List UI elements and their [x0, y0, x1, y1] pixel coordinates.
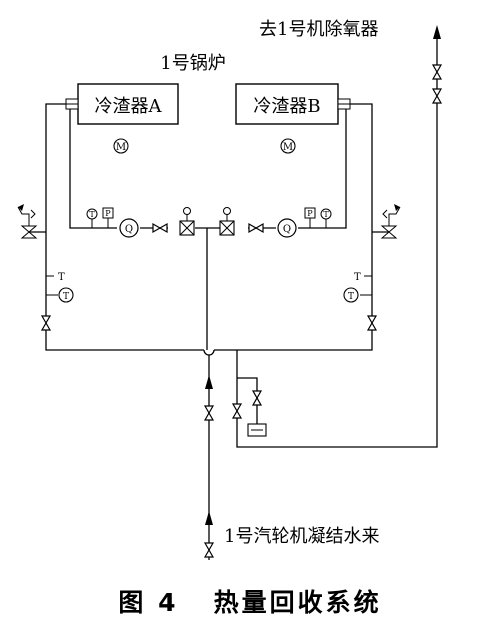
- figure-number: 图 4: [118, 588, 179, 617]
- drain-valve-right: [252, 390, 262, 406]
- figure-caption: 图 4 热量回收系统: [0, 583, 500, 619]
- svg-text:T: T: [348, 292, 354, 302]
- drain-valve-left: [232, 403, 242, 419]
- svg-text:T: T: [89, 210, 95, 219]
- temp-tag-left: T: [46, 272, 65, 283]
- outlet-valve-lower: [432, 88, 442, 104]
- temp-gauge-a: T: [86, 208, 98, 228]
- left-outer-pipe: [45, 103, 204, 351]
- temp-gauge-right: T: [343, 287, 372, 303]
- pump-a: Q: [119, 218, 139, 238]
- svg-text:Q: Q: [283, 224, 291, 235]
- cooler-b-label: 冷渣器B: [253, 96, 320, 117]
- safety-valve-right: [372, 204, 401, 239]
- svg-text:M: M: [283, 142, 293, 153]
- figure-title: 热量回收系统: [213, 588, 382, 617]
- pump-b: Q: [277, 218, 297, 238]
- motor-a: M: [113, 138, 129, 154]
- outlet-arrow: [433, 25, 441, 39]
- svg-text:T: T: [354, 272, 361, 283]
- motor-valve-a: [179, 207, 195, 236]
- condensate-source-label: 1号汽轮机凝结水来: [224, 526, 379, 547]
- svg-text:P: P: [105, 209, 111, 218]
- temp-tag-right: T: [354, 272, 372, 283]
- cooler-b-box: [235, 83, 339, 125]
- safety-valve-left: [17, 204, 46, 239]
- svg-text:M: M: [116, 142, 126, 153]
- motor-b: M: [280, 138, 296, 154]
- svg-text:T: T: [58, 272, 65, 283]
- supply-valve-lower: [204, 542, 214, 558]
- boiler-label: 1号锅炉: [160, 53, 225, 74]
- supply-valve-upper: [204, 405, 214, 421]
- cooler-b-inner-pipe: [298, 109, 347, 229]
- svg-text:T: T: [323, 210, 329, 219]
- svg-text:P: P: [307, 209, 313, 218]
- valve-right-outer: [367, 315, 377, 331]
- svg-text:T: T: [63, 292, 69, 302]
- temp-gauge-left: T: [46, 287, 74, 303]
- pressure-gauge-a: P: [102, 207, 114, 228]
- pressure-gauge-b: P: [304, 207, 316, 228]
- motor-valve-b: [219, 207, 235, 236]
- cooler-a-label: 冷渣器A: [95, 96, 163, 117]
- supply-arrow-upper: [205, 375, 213, 389]
- cooler-a-inner-pipe: [69, 109, 117, 229]
- valve-pump-b: [248, 223, 264, 233]
- right-outer-pipe: [214, 103, 373, 351]
- supply-arrow-lower: [205, 511, 213, 525]
- outlet-valve-upper: [432, 64, 442, 80]
- deaerator-label: 去1号机除氧器: [259, 19, 378, 40]
- valve-pump-a: [152, 223, 168, 233]
- valve-left-outer: [41, 315, 51, 331]
- temp-gauge-b: T: [320, 208, 332, 228]
- svg-text:Q: Q: [125, 224, 133, 235]
